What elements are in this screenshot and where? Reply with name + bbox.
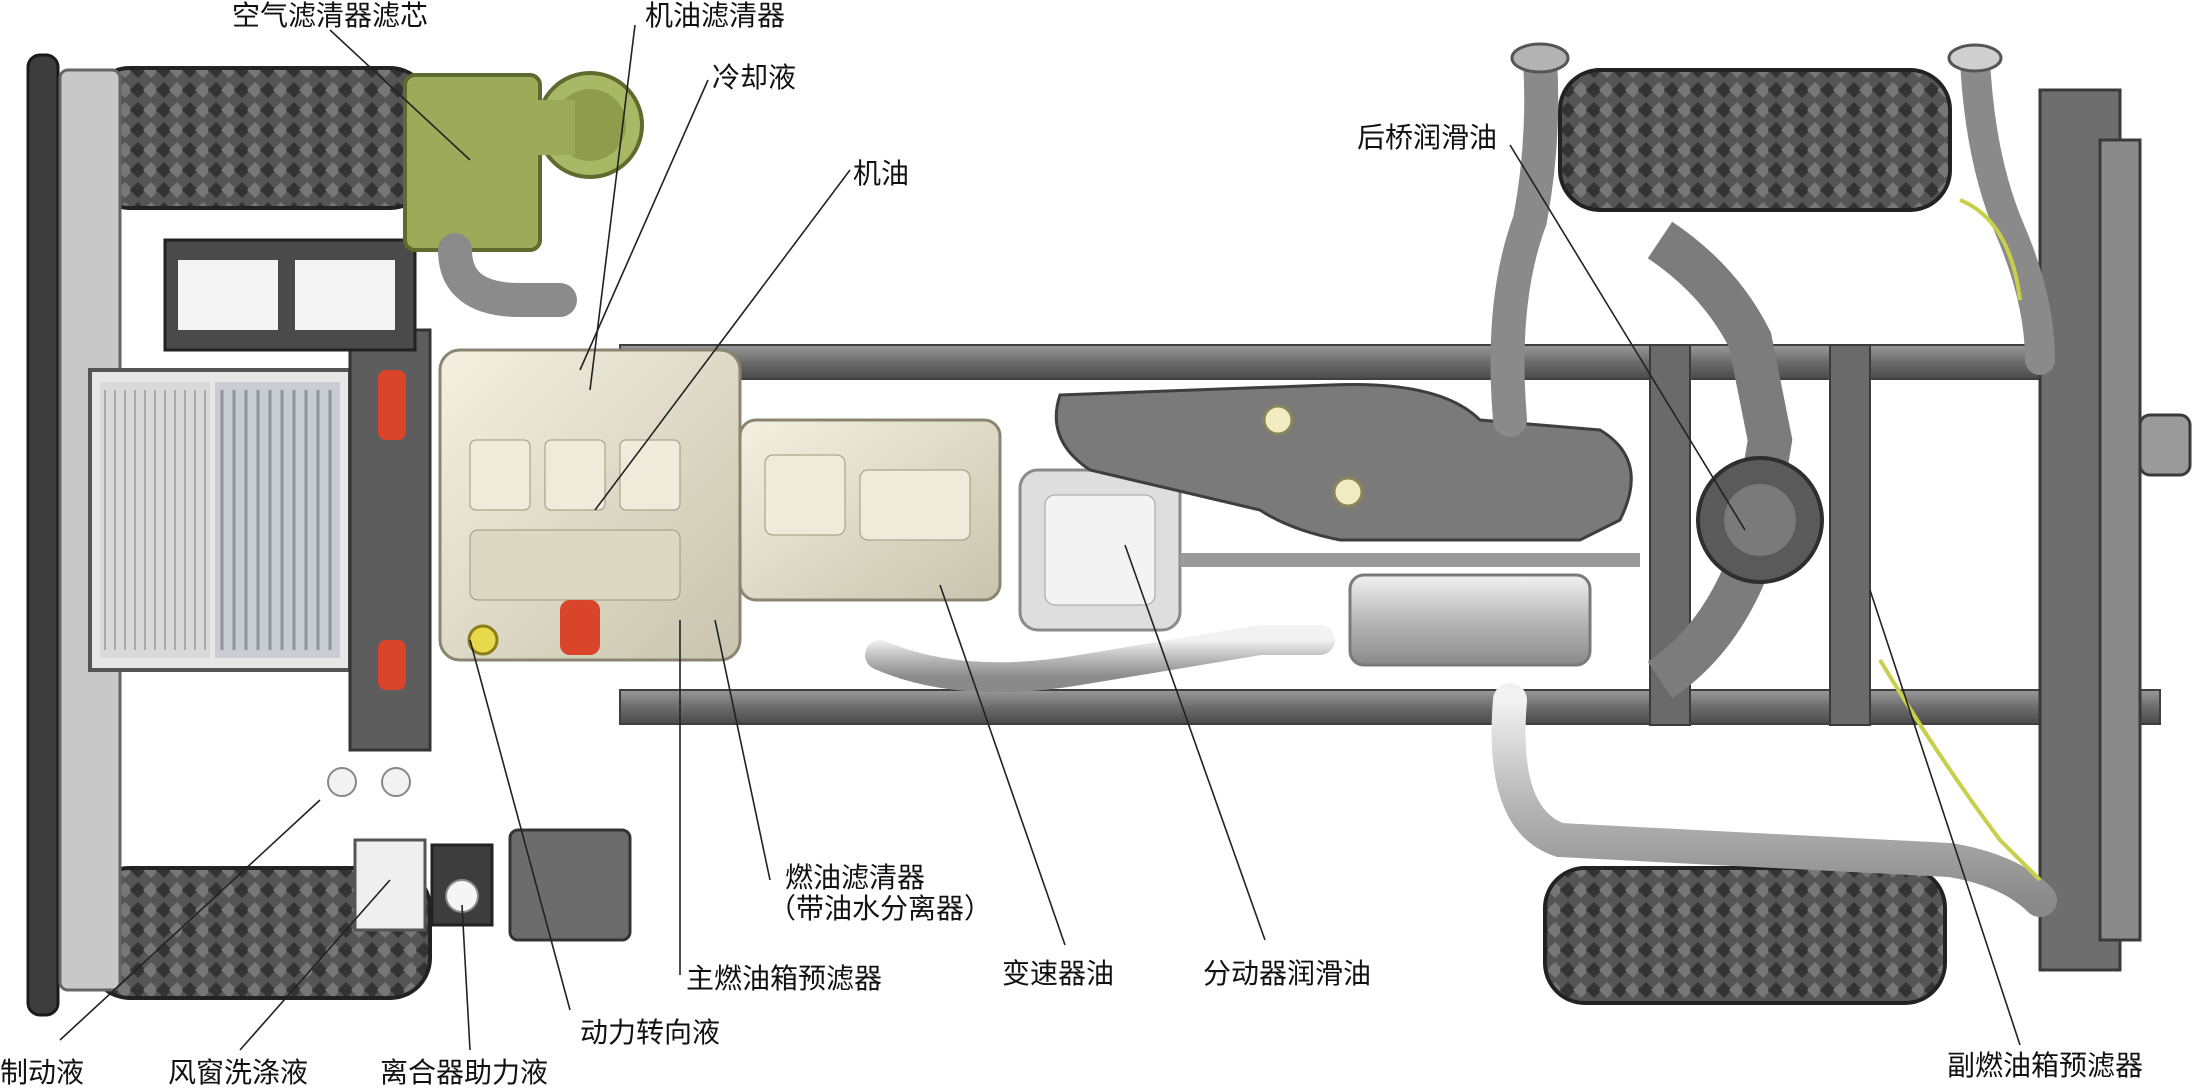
label-fuel-filter-line1: 燃油滤清器 bbox=[785, 861, 926, 894]
label-coolant: 冷却液 bbox=[712, 61, 797, 94]
label-rear-axle-oil: 后桥润滑油 bbox=[1357, 121, 1498, 154]
batteries bbox=[163, 238, 417, 352]
rear-crossmember-2 bbox=[1829, 344, 1871, 726]
air-filter-housing bbox=[403, 71, 644, 252]
label-transmission-oil: 变速器油 bbox=[1002, 957, 1115, 990]
tow-hitch bbox=[2138, 413, 2192, 477]
transfer-case bbox=[1018, 468, 1182, 632]
rear-right-pipe bbox=[1960, 45, 2055, 375]
label-air-filter: 空气滤清器滤芯 bbox=[232, 0, 429, 32]
label-power-steering: 动力转向液 bbox=[580, 1016, 721, 1049]
front-bumper bbox=[26, 53, 60, 1017]
rear-right-tire bbox=[1543, 866, 1947, 1005]
radiator bbox=[88, 368, 352, 672]
label-oil-filter: 机油滤清器 bbox=[645, 0, 786, 32]
steering-box bbox=[508, 828, 632, 942]
exhaust-pipe bbox=[865, 625, 1335, 693]
intake-pipe bbox=[438, 233, 577, 317]
muffler bbox=[1348, 573, 1592, 667]
filler-cap-rear-right bbox=[1947, 43, 2003, 73]
rear-bumper bbox=[2098, 138, 2142, 942]
label-transfer-case-oil: 分动器润滑油 bbox=[1203, 957, 1372, 990]
rear-axle bbox=[1647, 221, 1824, 699]
fluid-reservoirs bbox=[327, 767, 494, 932]
engine-block bbox=[438, 348, 742, 662]
coolant-hose-top bbox=[378, 370, 406, 440]
filler-cap-rear-left bbox=[1510, 42, 1570, 74]
label-main-tank-prefilter: 主燃油箱预滤器 bbox=[686, 962, 883, 995]
label-washer-fluid: 风窗洗涤液 bbox=[168, 1056, 309, 1089]
label-aux-tank-prefilter: 副燃油箱预滤器 bbox=[1947, 1049, 2144, 1082]
front-left-tire bbox=[88, 66, 432, 210]
leader-lines bbox=[59, 24, 2021, 1051]
frame-rail-upper bbox=[619, 344, 2121, 380]
label-engine-oil: 机油 bbox=[853, 157, 910, 190]
main-fuel-tank bbox=[1054, 382, 1633, 542]
power-steering-cap bbox=[467, 624, 499, 656]
coolant-hose-mid bbox=[560, 600, 600, 655]
coolant-hose-bottom bbox=[378, 640, 406, 690]
frame-rail-lower bbox=[619, 689, 2161, 725]
label-clutch-fluid: 离合器助力液 bbox=[380, 1056, 549, 1089]
wiring-harness bbox=[1878, 198, 2042, 882]
rear-upper-pipe bbox=[1490, 43, 1559, 437]
rear-lower-pipe bbox=[1491, 683, 2057, 917]
transmission bbox=[738, 418, 1002, 602]
label-fuel-filter-line2: （带油水分离器） bbox=[768, 892, 993, 925]
label-brake-fluid: 制动液 bbox=[0, 1056, 85, 1089]
rear-left-tire bbox=[1558, 68, 1952, 212]
